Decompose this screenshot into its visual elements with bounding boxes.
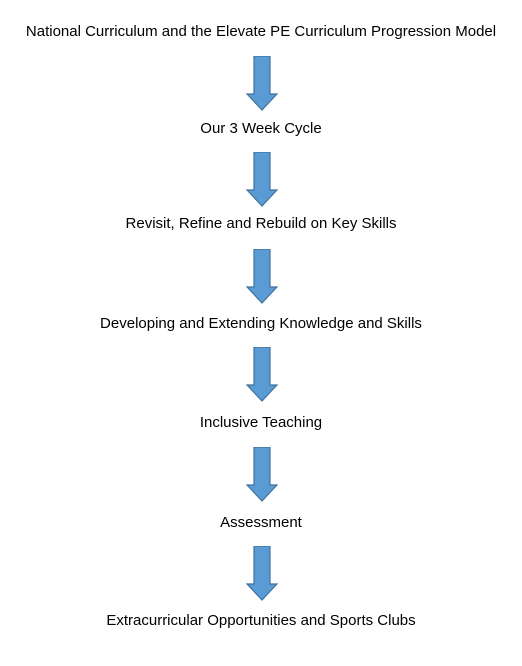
down-arrow-icon xyxy=(246,347,278,402)
arrow-shape xyxy=(246,56,278,111)
arrow-shape xyxy=(246,447,278,502)
step-inclusive-teaching: Inclusive Teaching xyxy=(199,414,323,431)
arrow-shape xyxy=(246,152,278,207)
down-arrow-icon xyxy=(246,56,278,111)
down-arrow-icon xyxy=(246,546,278,601)
arrow-shape xyxy=(246,249,278,304)
step-three-week-cycle: Our 3 Week Cycle xyxy=(200,120,322,137)
step-assessment: Assessment xyxy=(220,514,302,531)
step-revisit-refine-rebuild: Revisit, Refine and Rebuild on Key Skill… xyxy=(125,215,397,232)
down-arrow-icon xyxy=(246,152,278,207)
down-arrow-icon xyxy=(246,447,278,502)
step-extracurricular: Extracurricular Opportunities and Sports… xyxy=(106,612,416,629)
step-developing-extending: Developing and Extending Knowledge and S… xyxy=(100,315,422,332)
arrow-shape xyxy=(246,546,278,601)
arrow-shape xyxy=(246,347,278,402)
down-arrow-icon xyxy=(246,249,278,304)
step-national-curriculum: National Curriculum and the Elevate PE C… xyxy=(25,23,497,40)
